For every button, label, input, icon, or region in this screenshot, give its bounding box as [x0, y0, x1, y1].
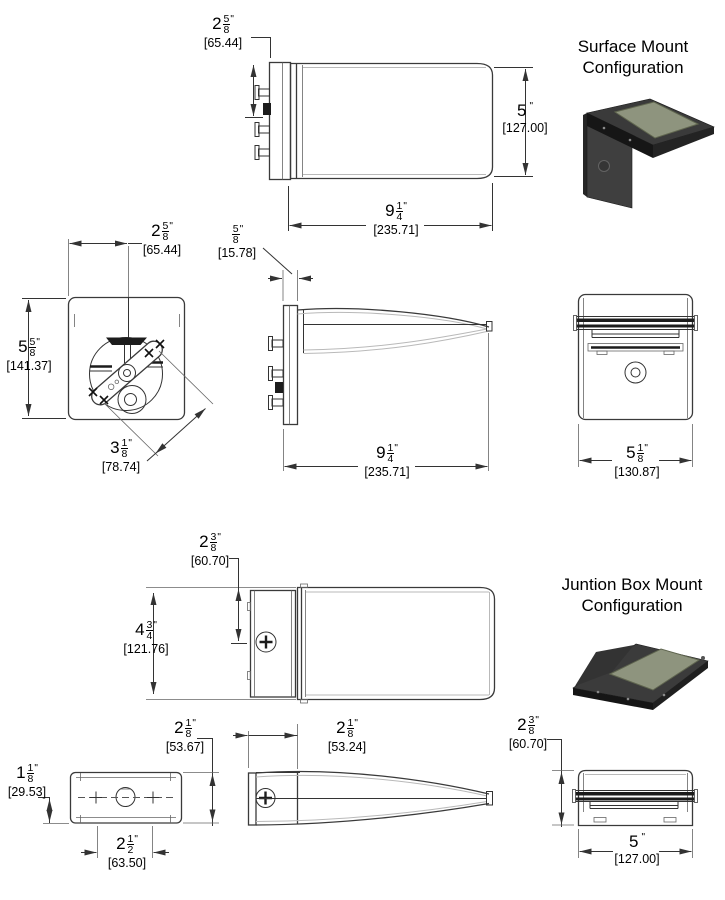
dim-mm: [60.70] — [508, 737, 548, 751]
jbox-top-view — [146, 558, 496, 704]
dim-lines-back-plate — [22, 239, 214, 462]
mounting-cross-marks — [90, 791, 159, 804]
dim-mm: [65.44] — [142, 243, 182, 257]
surface-mount-title-line2: Configuration — [582, 58, 684, 77]
jbox-plate-view — [38, 738, 219, 858]
dim-mm: [29.53] — [7, 785, 47, 799]
jbox-mount-title-line1: Juntion Box Mount — [561, 575, 703, 594]
dim-lines-side-view — [262, 247, 489, 471]
jbox-mount-product-image — [572, 643, 709, 710]
dim-mm: [235.71] — [373, 223, 419, 237]
dim-mm: [15.78] — [217, 246, 257, 260]
dim-lines-jbox-top — [146, 558, 296, 700]
surface-mount-product-image — [583, 98, 715, 209]
dim-surface-top-height: 5" [127.00] — [494, 101, 556, 135]
conduit-studs — [254, 85, 271, 160]
conduit-studs-side — [268, 336, 284, 410]
photocell-circle — [624, 361, 647, 384]
dim-mm: [127.00] — [502, 121, 548, 135]
surface-mount-title-line1: Surface Mount — [577, 37, 689, 56]
jbox-side-view — [233, 724, 493, 826]
wire-hole — [115, 787, 136, 807]
dim-lines-jbox-front — [547, 739, 693, 858]
surface-mount-title: Surface Mount Configuration — [548, 36, 718, 78]
led-lens — [613, 101, 700, 139]
dim-lines-jbox-plate — [38, 738, 219, 858]
led-lens — [608, 648, 701, 691]
dim-mm: [130.87] — [614, 465, 660, 479]
jbox-mount-title-line2: Configuration — [581, 596, 683, 615]
dim-mm: [78.74] — [101, 460, 141, 474]
surface-front-view — [573, 293, 698, 467]
dim-mm: [60.70] — [190, 554, 230, 568]
dim-lines-surface-top — [245, 37, 533, 231]
dim-mm: [235.71] — [364, 465, 410, 479]
dim-jbox-front-width: 5" [127.00] — [587, 832, 687, 866]
dim-mm: [127.00] — [614, 852, 660, 866]
dim-mm: [65.44] — [203, 36, 243, 50]
jbox-front-view — [547, 739, 698, 858]
dim-mm: [63.50] — [107, 856, 147, 870]
photocell-knob — [598, 160, 610, 172]
mounting-plate-back-view — [22, 239, 214, 462]
dim-lines-front-view — [578, 424, 693, 467]
surface-top-view — [245, 37, 533, 231]
dim-mm: [121.76] — [123, 642, 169, 656]
dim-mm: [53.67] — [165, 740, 205, 754]
dim-mm: [141.37] — [6, 359, 52, 373]
phillips-screw-glyph — [255, 631, 277, 653]
dim-lines-jbox-side — [233, 724, 298, 769]
mounting-hole-marks — [88, 339, 165, 405]
surface-side-view — [262, 247, 493, 471]
dim-mm: [53.24] — [327, 740, 367, 754]
jbox-mount-title: Juntion Box Mount Configuration — [543, 574, 721, 616]
